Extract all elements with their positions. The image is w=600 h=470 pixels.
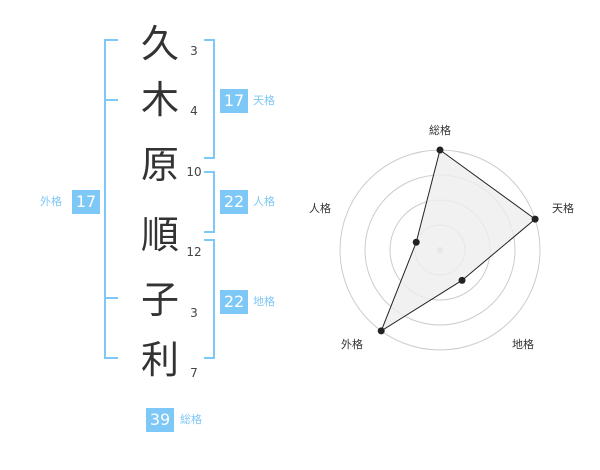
stroke-count-2: 4 [190, 104, 198, 118]
stroke-count-5: 3 [190, 306, 198, 320]
radar-point [412, 238, 420, 246]
stroke-count-1: 3 [190, 44, 198, 58]
stroke-count-6: 7 [190, 366, 198, 380]
name-char-5: 子 [140, 278, 179, 322]
gaikaku-badge: 17 [72, 190, 100, 214]
radar-axis-label-soukaku: 総格 [429, 124, 451, 137]
soukaku-label: 総格 [180, 413, 202, 426]
chikaku-badge: 22 [220, 290, 248, 314]
stroke-count-3: 10 [186, 165, 202, 179]
jinkaku-badge: 22 [220, 190, 248, 214]
radar-point [377, 327, 385, 335]
radar-polygon [380, 149, 536, 333]
name-char-4: 順 [140, 213, 179, 257]
radar-point [436, 146, 444, 154]
gaikaku-label: 外格 [40, 195, 62, 208]
name-char-3: 原 [140, 143, 179, 187]
soukaku-badge: 39 [146, 408, 174, 432]
name-char-2: 木 [140, 78, 179, 122]
radar-point [531, 215, 539, 223]
stroke-count-4: 12 [186, 245, 202, 259]
radar-axis-label-tenkaku: 天格 [552, 202, 574, 215]
radar-axis-label-gaikaku: 外格 [341, 338, 363, 351]
name-char-1: 久 [140, 22, 179, 66]
radar-axis-label-jinkaku: 人格 [309, 202, 331, 215]
radar-axis-label-chikaku: 地格 [512, 338, 534, 351]
chikaku-label: 地格 [253, 295, 275, 308]
tenkaku-label: 天格 [253, 94, 275, 107]
name-char-6: 利 [140, 338, 179, 382]
tenkaku-badge: 17 [220, 89, 248, 113]
jinkaku-label: 人格 [253, 195, 275, 208]
radar-point [458, 276, 466, 284]
